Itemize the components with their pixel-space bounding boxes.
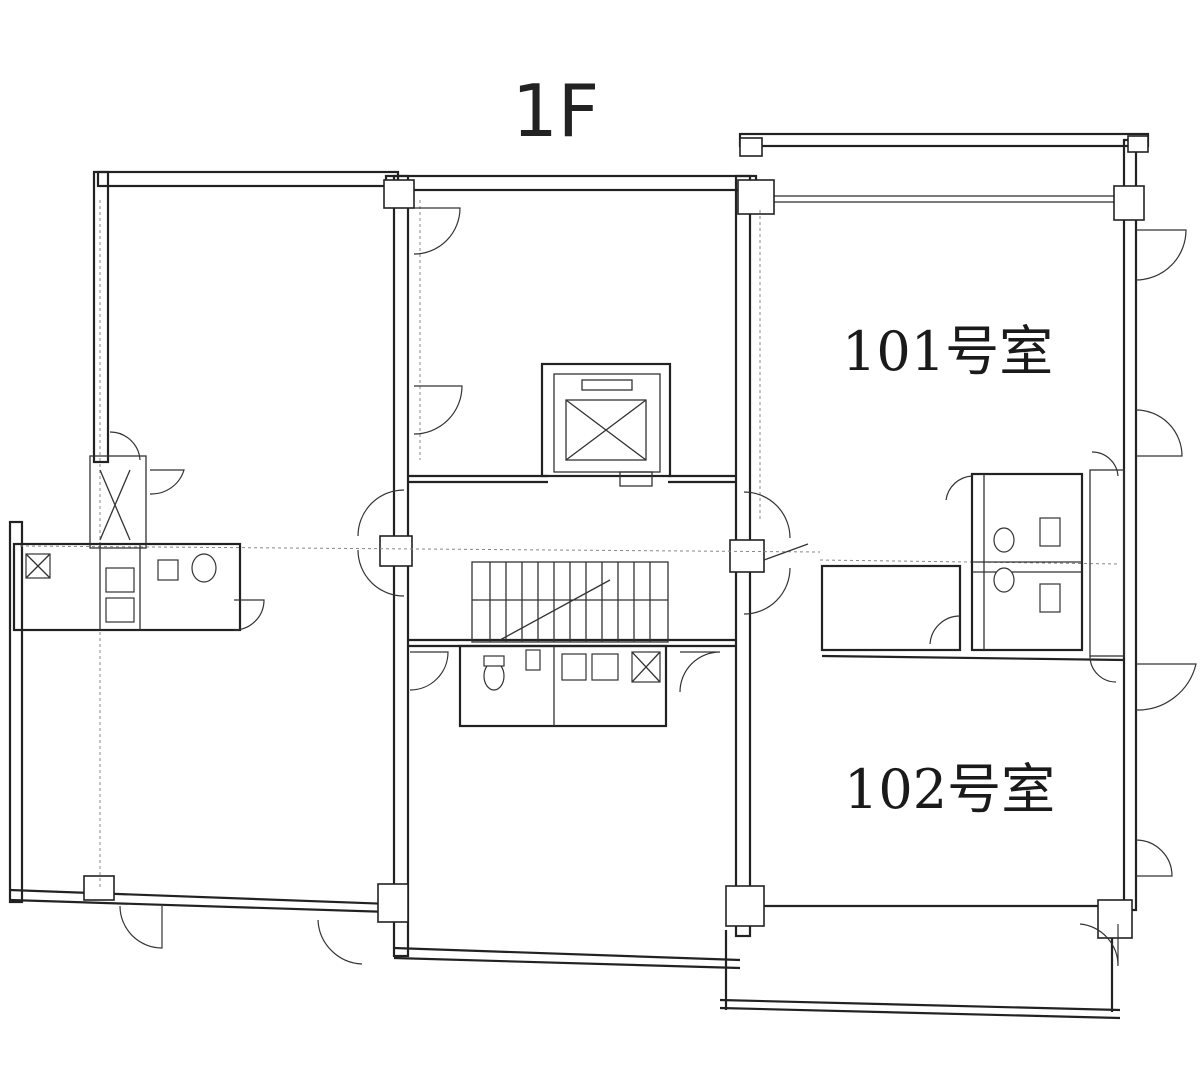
left-wet-area <box>12 455 242 632</box>
structural-walls <box>8 132 1150 1020</box>
room-101-label: 101号室 <box>842 320 1053 383</box>
columns <box>83 135 1149 939</box>
doors <box>109 207 1197 967</box>
room-102-label: 102号室 <box>844 758 1055 821</box>
right-wet-area <box>820 469 1125 662</box>
center-wet-area <box>458 644 668 728</box>
floor-label: 1F <box>512 69 599 153</box>
staircase <box>471 561 669 643</box>
elevator-shaft <box>540 362 672 487</box>
